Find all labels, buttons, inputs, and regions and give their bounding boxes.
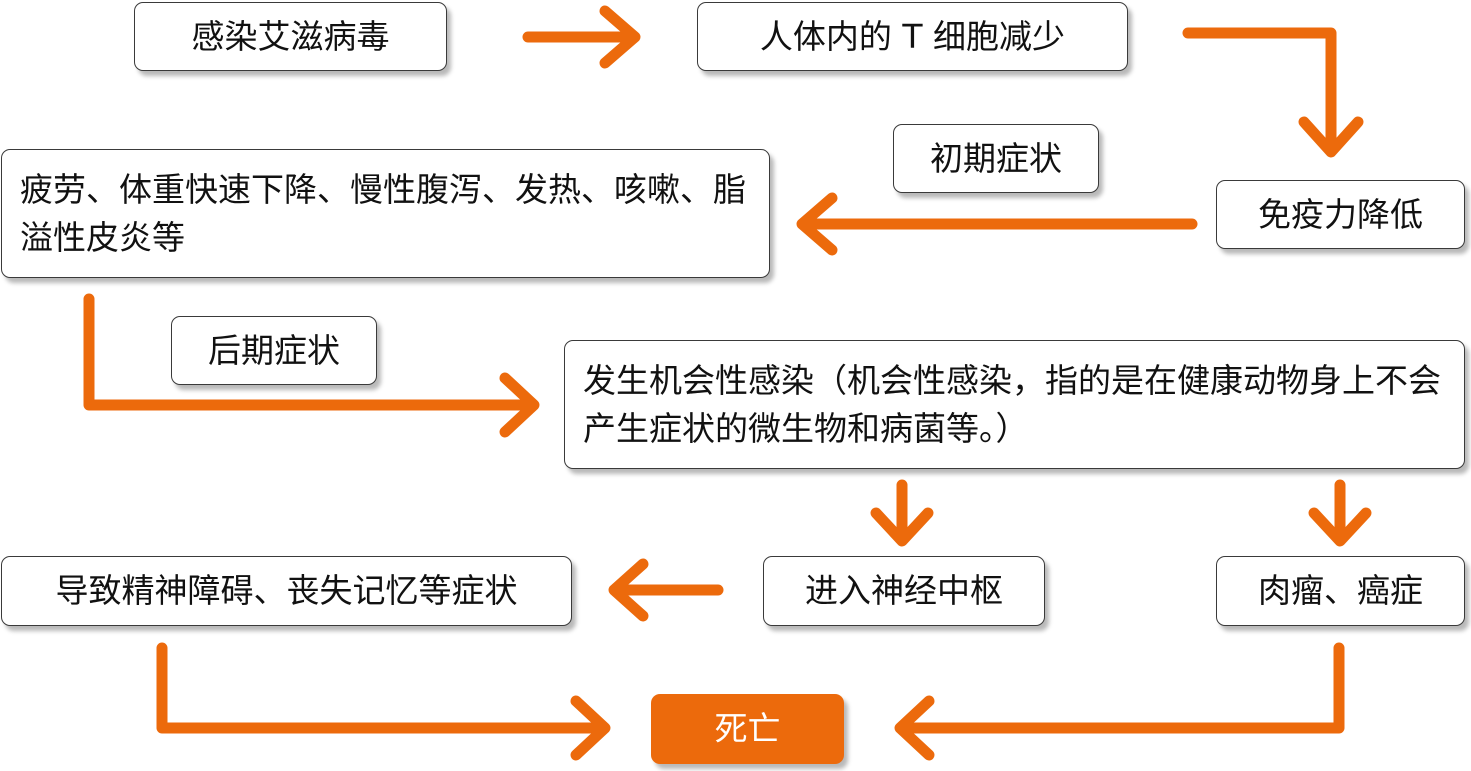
arrow-opportunistic-to-tumor (1308, 479, 1372, 547)
node-infection: 感染艾滋病毒 (134, 2, 447, 71)
node-opportunistic-infection: 发生机会性感染（机会性感染，指的是在健康动物身上不会产生症状的微生物和病菌等。） (564, 340, 1465, 469)
node-cns: 进入神经中枢 (763, 556, 1045, 626)
node-t-cells: 人体内的 T 细胞减少 (697, 2, 1128, 71)
label-early-symptoms: 初期症状 (893, 124, 1099, 193)
node-death-text: 死亡 (714, 709, 781, 748)
node-t-cells-text: 人体内的 T 细胞减少 (759, 16, 1066, 56)
node-opportunistic-infection-text: 发生机会性感染（机会性感染，指的是在健康动物身上不会产生症状的微生物和病菌等。） (583, 360, 1441, 448)
arrow-immunity-to-early (796, 192, 1198, 256)
node-early-symptoms-text: 疲劳、体重快速下降、慢性腹泻、发热、咳嗽、脂溢性皮炎等 (20, 169, 746, 257)
arrow-tumor-to-death (894, 642, 1345, 761)
label-early-symptoms-text: 初期症状 (930, 138, 1062, 178)
node-immunity-text: 免疫力降低 (1258, 194, 1423, 234)
arrow-infection-to-tcells (522, 5, 641, 69)
node-infection-text: 感染艾滋病毒 (191, 16, 390, 56)
label-late-symptoms: 后期症状 (171, 316, 377, 385)
arrow-early-to-opportunistic (83, 293, 540, 438)
node-tumor-text: 肉瘤、癌症 (1258, 571, 1423, 610)
arrow-cns-to-mental (608, 558, 724, 622)
arrow-tcells-to-immunity (1182, 27, 1364, 158)
node-immunity: 免疫力降低 (1216, 180, 1465, 249)
node-mental-symptoms: 导致精神障碍、丧失记忆等症状 (1, 556, 572, 626)
node-early-symptoms: 疲劳、体重快速下降、慢性腹泻、发热、咳嗽、脂溢性皮炎等 (1, 149, 770, 278)
node-death: 死亡 (651, 694, 844, 764)
label-late-symptoms-text: 后期症状 (208, 330, 340, 370)
arrow-mental-to-death (156, 642, 611, 761)
arrow-opportunistic-to-cns (870, 479, 934, 547)
node-tumor: 肉瘤、癌症 (1216, 556, 1465, 626)
node-mental-symptoms-text: 导致精神障碍、丧失记忆等症状 (55, 571, 518, 610)
node-cns-text: 进入神经中枢 (805, 571, 1003, 610)
